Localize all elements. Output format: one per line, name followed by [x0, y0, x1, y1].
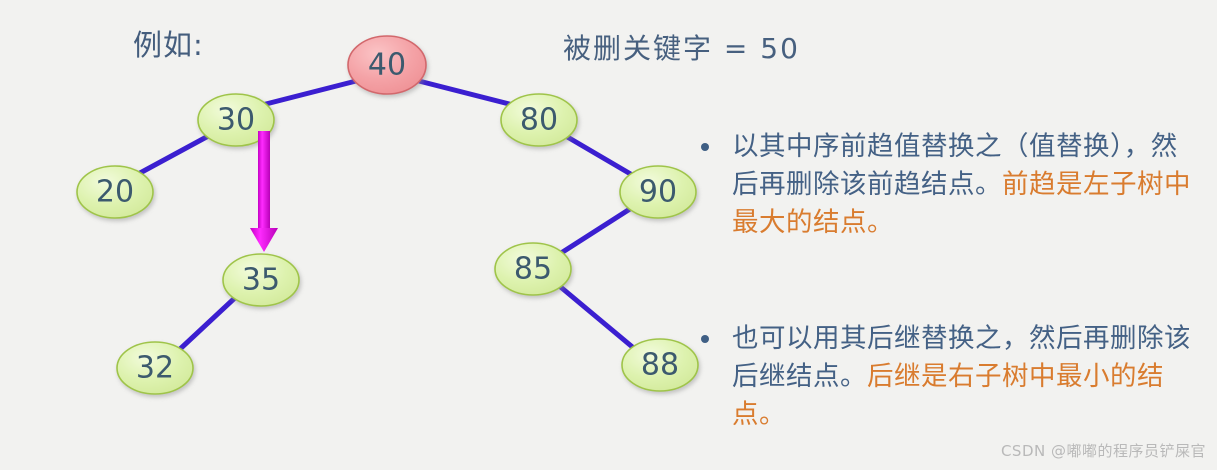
tree-node-20[interactable]: 20 [76, 165, 154, 219]
node-label: 32 [136, 351, 174, 386]
tree-node-88[interactable]: 88 [621, 338, 699, 392]
tree-nodes: 40 30 80 20 35 32 90 85 88 [76, 35, 699, 395]
node-ellipse [500, 93, 578, 147]
arrow-shaft [258, 131, 270, 230]
node-ellipse [619, 165, 697, 219]
tree-edge [554, 281, 639, 353]
csdn-watermark: CSDN @嘟嘟的程序员铲屎官 [1000, 442, 1206, 460]
tree-node-90[interactable]: 90 [619, 165, 697, 219]
tree-node-80[interactable]: 80 [500, 93, 578, 147]
node-label: 90 [639, 175, 677, 210]
arrow-head [250, 228, 278, 252]
tree-node-35[interactable]: 35 [222, 253, 300, 307]
bullet-successor-text: 也可以用其后继替换之，然后再删除该后继结点。后继是右子树中最小的结点。 [732, 320, 1201, 434]
bullet-predecessor-text: 以其中序前趋值替换之（值替换），然后再删除该前趋结点。前趋是左子树中最大的结点。 [732, 128, 1201, 242]
tree-edge [412, 77, 516, 108]
tree-edges [137, 77, 639, 353]
node-label: 80 [520, 103, 558, 138]
tree-node-30[interactable]: 30 [197, 93, 275, 147]
tree-edge [259, 77, 363, 108]
node-ellipse [197, 93, 275, 147]
bullet-segment-orange: 前趋是左子树中最大的结点。 [732, 169, 1191, 238]
bullet-segment-blue: 也可以用其后继替换之，然后再删除该后继结点。 [732, 323, 1191, 392]
node-ellipse [494, 242, 572, 296]
bullet-successor: 也可以用其后继替换之，然后再删除该后继结点。后继是右子树中最小的结点。 [701, 320, 1201, 434]
node-label: 40 [368, 48, 406, 83]
node-ellipse [347, 35, 427, 95]
bullet-segment-orange: 后继是右子树中最小的结点。 [732, 361, 1164, 430]
tree-node-40[interactable]: 40 [347, 35, 427, 95]
node-label: 88 [641, 348, 679, 383]
bullet-segment-blue: 以其中序前趋值替换之（值替换），然后再删除该前趋结点。 [732, 131, 1178, 200]
bullet-dot-icon [701, 143, 709, 151]
bullet-dot-icon [701, 335, 709, 343]
node-label: 20 [96, 175, 134, 210]
tree-edge [561, 132, 637, 179]
tree-edge [137, 131, 215, 176]
node-label: 30 [217, 103, 255, 138]
example-label: 例如: [133, 28, 204, 62]
replacement-arrow [250, 131, 278, 252]
node-ellipse [621, 338, 699, 392]
node-ellipse [222, 253, 300, 307]
node-ellipse [76, 165, 154, 219]
node-ellipse [116, 341, 194, 395]
bullet-predecessor: 以其中序前趋值替换之（值替换），然后再删除该前趋结点。前趋是左子树中最大的结点。 [701, 128, 1201, 242]
tree-node-85[interactable]: 85 [494, 242, 572, 296]
tree-edge [555, 204, 636, 258]
tree-node-32[interactable]: 32 [116, 341, 194, 395]
node-label: 85 [514, 252, 552, 287]
node-label: 35 [242, 263, 280, 298]
deleted-key-label: 被删关键字 = 50 [563, 32, 800, 65]
tree-edge [176, 292, 241, 353]
